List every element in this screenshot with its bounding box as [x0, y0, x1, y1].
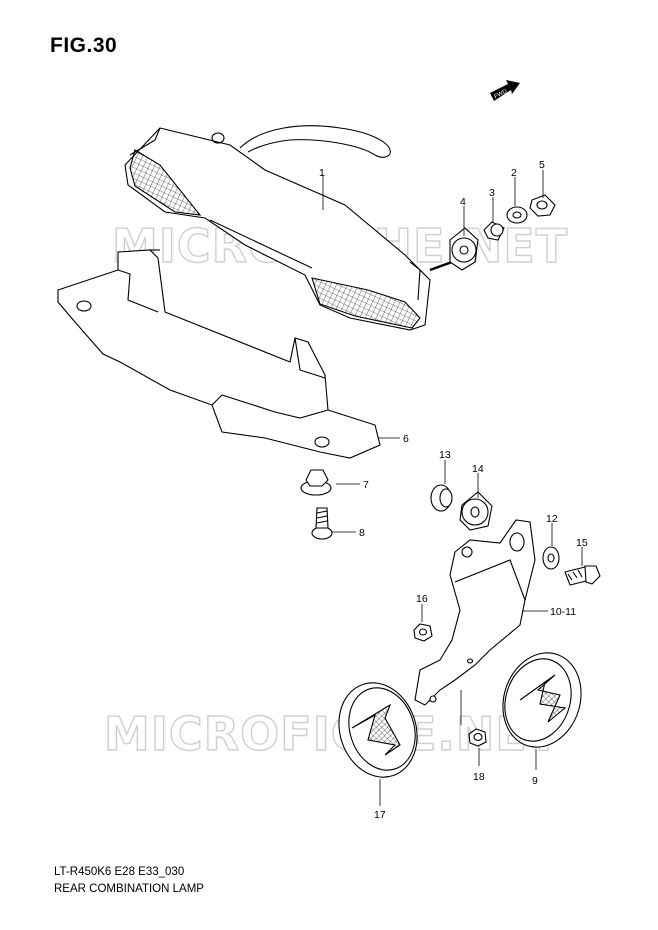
callout-3: 3 [489, 187, 495, 199]
watermark-bottom: MICROFICHE.NET [104, 707, 560, 761]
figure-title: FIG.30 [50, 34, 118, 57]
callout-4: 4 [460, 196, 466, 208]
washer-12 [542, 546, 560, 570]
bolt-15 [564, 565, 601, 586]
callout-10-11: 10-11 [550, 606, 576, 618]
callout-14: 14 [472, 463, 484, 475]
screw-8 [311, 507, 333, 540]
figure-name: REAR COMBINATION LAMP [54, 883, 204, 895]
callout-17: 17 [374, 809, 386, 821]
callout-6: 6 [403, 433, 409, 445]
collar-3 [483, 221, 505, 241]
washer-2 [506, 206, 528, 224]
fwd-arrow-icon: FWD [490, 80, 520, 101]
reflector-bracket [414, 519, 536, 706]
grommet-13 [430, 484, 453, 512]
nut-5 [529, 194, 556, 217]
callout-7: 7 [363, 479, 369, 491]
nut-7 [300, 469, 332, 496]
cushion-14 [459, 491, 493, 531]
reflector-9 [502, 652, 582, 748]
reflector-17 [338, 682, 418, 778]
leader-lines [322, 170, 583, 806]
callout-8: 8 [359, 527, 365, 539]
nut-16 [413, 623, 433, 642]
callout-2: 2 [511, 167, 517, 179]
callout-16: 16 [416, 593, 428, 605]
cushion-4 [449, 227, 479, 271]
callout-15: 15 [576, 537, 588, 549]
callout-12: 12 [546, 513, 558, 525]
callout-5: 5 [539, 159, 545, 171]
callout-18: 18 [473, 771, 485, 783]
callout-9: 9 [532, 775, 538, 787]
figure-code: LT-R450K6 E28 E33_030 [54, 866, 185, 878]
tail-lamp-housing [124, 125, 453, 331]
callout-1: 1 [319, 167, 325, 179]
lamp-bracket [57, 249, 381, 459]
callout-13: 13 [439, 449, 451, 461]
nut-18 [468, 728, 487, 747]
